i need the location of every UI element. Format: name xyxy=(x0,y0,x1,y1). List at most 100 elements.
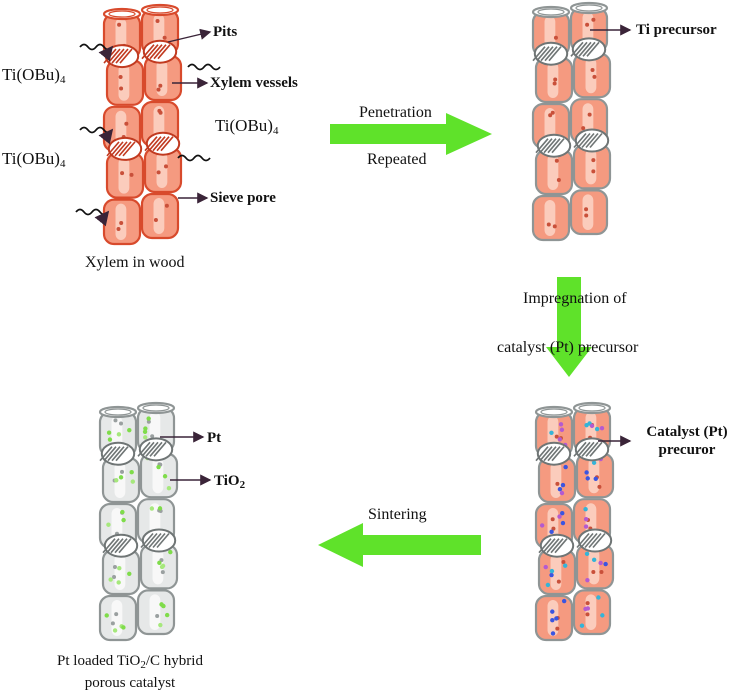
particle-dot xyxy=(599,425,605,431)
sieve-stripe xyxy=(115,446,129,462)
sieve-stripe xyxy=(584,532,598,549)
particle-dot xyxy=(539,523,545,528)
particle-dot xyxy=(156,464,161,470)
sieve-stripe xyxy=(589,132,603,149)
sieve-stripe xyxy=(153,441,167,457)
sieve-stripe xyxy=(570,41,584,57)
pit-dot xyxy=(146,419,151,424)
particle-dot xyxy=(127,571,132,576)
particle-dot xyxy=(603,561,608,567)
vessel-rim-inner xyxy=(142,404,170,412)
particle-dot xyxy=(120,509,125,515)
sieve-stripe xyxy=(580,532,594,549)
sieve-stripe xyxy=(102,538,116,554)
particle-dot xyxy=(549,430,554,435)
sieve-stripe xyxy=(585,441,599,457)
particle-dot xyxy=(558,422,564,427)
sieve-stripe xyxy=(548,46,562,62)
sieve-stripe xyxy=(149,44,163,60)
particle-dot xyxy=(579,623,585,628)
pit-dot xyxy=(163,164,168,169)
pit-dot xyxy=(581,126,586,131)
pit-dot xyxy=(119,421,124,426)
block-arrow-icon xyxy=(318,113,592,567)
sieve-stripe xyxy=(576,532,590,549)
particle-dot xyxy=(114,478,119,483)
pit-dot xyxy=(153,218,158,223)
particle-dot xyxy=(560,520,566,526)
sieve-stripe xyxy=(577,132,591,149)
pit-dot xyxy=(120,469,125,474)
particle-dot xyxy=(554,616,559,621)
vessel-lumen xyxy=(585,57,597,94)
pit-dot xyxy=(118,75,123,80)
ti-precursor-vessels xyxy=(531,1,612,242)
sieve-stripe xyxy=(547,446,561,462)
vessel-rim-inner xyxy=(540,408,568,416)
pit-dot xyxy=(158,110,163,115)
pit-dot xyxy=(150,434,155,439)
vessel-lumen xyxy=(156,152,168,188)
sieve-stripe xyxy=(110,538,124,554)
sieve-stripe xyxy=(573,441,587,457)
vessel-lumen xyxy=(118,64,130,101)
impregnation-label: Impregnation of xyxy=(523,290,627,307)
particle-dot xyxy=(158,622,163,628)
particle-dot xyxy=(585,577,590,583)
pit-dot xyxy=(584,213,589,218)
pit-dot xyxy=(556,579,561,584)
vessel-rim-inner xyxy=(537,8,565,16)
sieve-stripe xyxy=(554,538,568,554)
sieve-pore-label: Sieve pore xyxy=(210,190,276,206)
sieve-stripe xyxy=(592,532,606,549)
pit-dot xyxy=(591,570,596,575)
particle-dot xyxy=(160,563,166,569)
pit-dot xyxy=(555,481,560,486)
final-caption: Pt loaded TiO2/C hybrid porous catalyst xyxy=(57,653,203,691)
sieve-stripe xyxy=(578,41,592,57)
sieve-stripe xyxy=(532,46,546,62)
pit-dot xyxy=(556,178,561,183)
vessel-rim-inner xyxy=(104,408,132,416)
pit-dot xyxy=(155,613,160,618)
sieve-stripe xyxy=(546,538,560,554)
pit-dot xyxy=(551,526,556,531)
pit-dot xyxy=(585,601,590,606)
pit-dot xyxy=(129,172,134,177)
pt-precursor-label: Catalyst (Pt) precuror xyxy=(646,424,728,458)
particle-dot xyxy=(549,568,555,574)
pit-dot xyxy=(599,570,604,575)
sieve-stripe xyxy=(110,141,124,157)
pointer-arrow-icon xyxy=(160,24,632,486)
particle-dot xyxy=(591,557,597,563)
sieve-stripe xyxy=(542,538,556,554)
particle-dot xyxy=(584,551,590,557)
particle-dot xyxy=(583,524,589,529)
vessel-lumen xyxy=(544,200,556,236)
sieve-stripe xyxy=(543,446,557,462)
sieve-stripe xyxy=(152,136,166,152)
particle-dot xyxy=(162,474,168,479)
particle-dot xyxy=(557,437,563,442)
sieve-stripe xyxy=(535,446,549,462)
sieve-stripe xyxy=(551,446,565,462)
vessel-rim-inner xyxy=(578,404,606,412)
pit-dot xyxy=(552,224,557,229)
pit-dot xyxy=(162,35,167,40)
sieve-stripe xyxy=(539,138,553,154)
pit-dot xyxy=(585,22,590,27)
pit-dot xyxy=(548,113,553,118)
pit-dot xyxy=(110,621,115,626)
sieve-stripe xyxy=(148,532,162,549)
reagent-label-3: Ti(OBu)4 xyxy=(215,116,279,138)
vessel-lumen xyxy=(152,548,164,585)
particle-dot xyxy=(550,618,555,623)
sieve-stripe xyxy=(137,441,151,457)
pit-dot xyxy=(597,484,602,489)
pit-dot xyxy=(587,112,592,117)
pit-dot xyxy=(156,87,161,92)
sieve-stripe xyxy=(118,141,132,157)
vessel-lumen xyxy=(114,554,126,590)
sieve-stripe xyxy=(156,136,170,152)
pit-dot xyxy=(112,565,117,570)
